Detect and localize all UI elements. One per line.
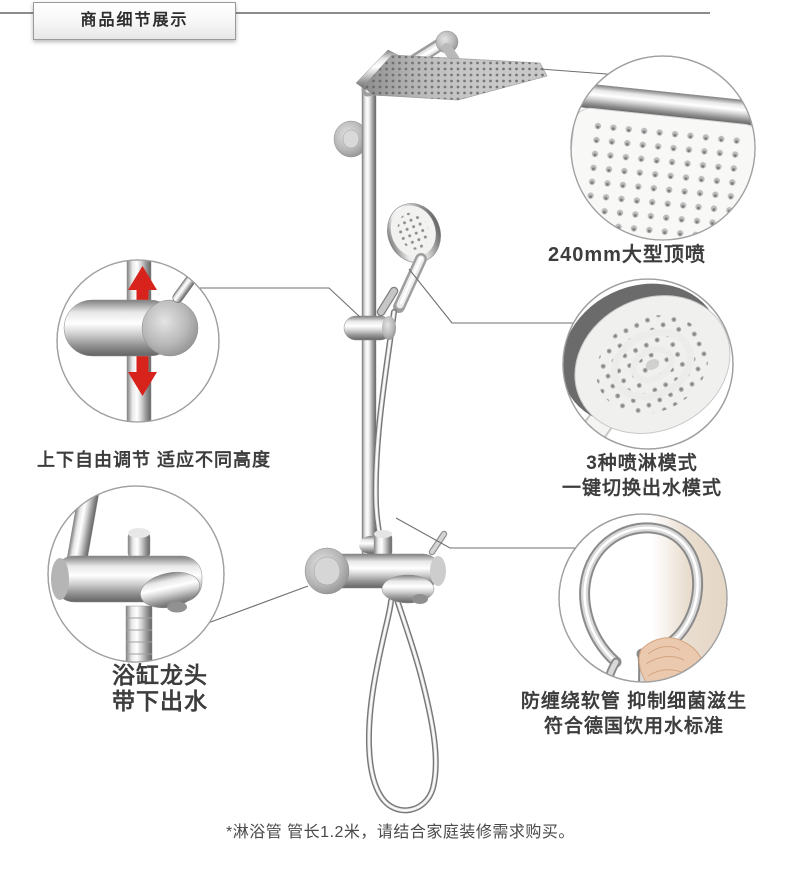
hand-shower bbox=[387, 203, 441, 313]
connector-line-top-spray bbox=[539, 68, 621, 76]
callout-circle-spray-modes bbox=[562, 278, 734, 450]
footnote: *淋浴管 管长1.2米，请结合家庭装修需求购买。 bbox=[226, 824, 575, 841]
label-tub-faucet: 浴缸龙头 带下出水 bbox=[112, 662, 208, 714]
connector-line-spray-modes bbox=[408, 268, 600, 324]
label-hose: 防缠绕软管 抑制细菌滋生 符合德国饮用水标准 bbox=[508, 689, 760, 739]
callout-circle-height-adjust bbox=[56, 259, 220, 423]
shower-hose bbox=[365, 309, 439, 814]
label-hose-line2: 符合德国饮用水标准 bbox=[543, 716, 724, 737]
header-rule bbox=[0, 12, 710, 14]
label-hose-line1: 防缠绕软管 抑制细菌滋生 bbox=[520, 691, 748, 712]
section-title-box: 商品细节展示 bbox=[33, 2, 236, 40]
slider-clamp bbox=[343, 286, 399, 341]
callout-circle-tub-faucet bbox=[47, 485, 225, 663]
callout-circle-hose bbox=[558, 513, 728, 683]
connector-line-height-adjust bbox=[170, 287, 361, 318]
connector-line-hose bbox=[395, 517, 600, 549]
tub-faucet bbox=[304, 530, 448, 604]
section-title: 商品细节展示 bbox=[80, 12, 189, 29]
label-spray-modes-line1: 3种喷淋模式 bbox=[586, 453, 698, 474]
label-height-adjust: 上下自由调节 适应不同高度 bbox=[37, 450, 271, 470]
label-tub-faucet-line1: 浴缸龙头 bbox=[112, 662, 208, 688]
label-tub-faucet-line2: 带下出水 bbox=[112, 688, 208, 714]
label-top-spray: 240mm大型顶喷 bbox=[548, 244, 706, 266]
connector-line-tub-faucet bbox=[207, 585, 309, 624]
rain-shower-head bbox=[355, 49, 548, 101]
label-spray-modes: 3种喷淋模式 一键切换出水模式 bbox=[542, 451, 742, 501]
label-spray-modes-line2: 一键切换出水模式 bbox=[561, 478, 722, 499]
